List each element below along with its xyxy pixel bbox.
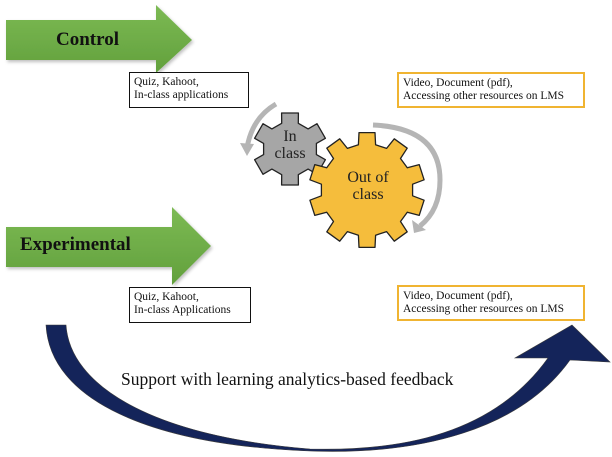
out-of-class-gear-label: Out of class	[337, 169, 399, 204]
in-class-cycle-arrowhead	[240, 143, 254, 156]
experimental-in-class-line-2: In-class Applications	[134, 304, 231, 316]
experimental-out-of-class-line-2: Accessing other resources on LMS	[403, 303, 564, 315]
control-out-of-class-line-1: Video, Document (pdf),	[403, 77, 513, 89]
out-of-class-gear-label-line-2: class	[352, 185, 384, 203]
in-class-gear-icon	[253, 112, 327, 186]
control-in-class-line-2: In-class applications	[134, 89, 229, 101]
out-of-class-cycle-arrow-icon	[372, 122, 443, 228]
gear-in-shape	[253, 112, 327, 186]
out-of-class-gear-label-line-1: Out of	[347, 169, 389, 186]
experimental-in-class-activities-box: Quiz, Kahoot, In-class Applications	[129, 287, 251, 323]
out-of-class-cycle-arrowhead	[412, 220, 426, 233]
in-class-cycle-arrow-icon	[244, 101, 278, 149]
control-out-of-class-activities-box: Video, Document (pdf), Accessing other r…	[397, 72, 585, 108]
control-arrow	[6, 5, 192, 73]
in-class-gear-label: In class	[268, 128, 312, 163]
experimental-out-of-class-line-1: Video, Document (pdf),	[403, 290, 513, 302]
experimental-label: Experimental	[20, 234, 131, 255]
experimental-in-class-line-1: Quiz, Kahoot,	[134, 291, 199, 303]
feedback-label: Support with learning analytics-based fe…	[121, 369, 454, 389]
control-in-class-activities-box: Quiz, Kahoot, In-class applications	[129, 72, 249, 108]
control-out-of-class-line-2: Accessing other resources on LMS	[403, 90, 564, 102]
gear-out-shape	[309, 131, 425, 249]
feedback-curved-arrow	[45, 324, 611, 452]
control-label: Control	[56, 29, 119, 50]
in-class-gear-label-line-2: class	[274, 144, 306, 162]
control-in-class-line-1: Quiz, Kahoot,	[134, 76, 199, 88]
in-class-gear-label-line-1: In	[283, 128, 297, 145]
out-of-class-gear-icon	[309, 131, 425, 249]
experimental-out-of-class-activities-box: Video, Document (pdf), Accessing other r…	[397, 285, 585, 321]
experimental-arrow	[6, 207, 211, 285]
